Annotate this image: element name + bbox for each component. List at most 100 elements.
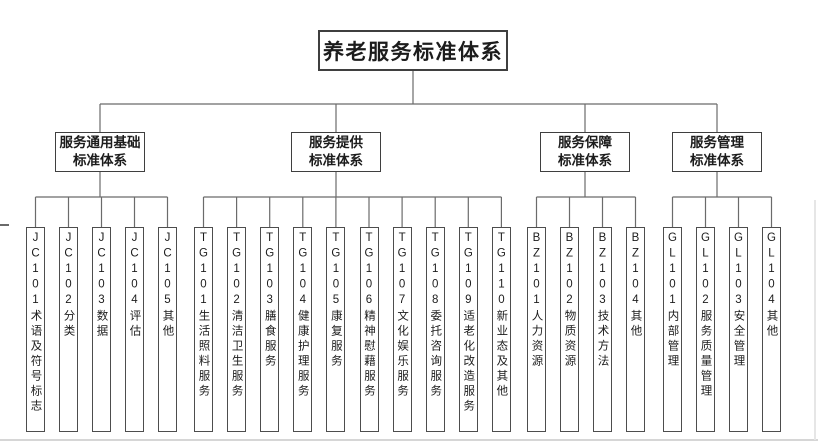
- leaf-node-TG107: TG107文化娱乐服务: [392, 227, 412, 432]
- branch-node-label-line2: 标准体系: [690, 153, 744, 168]
- leaf-node-text: JC104评估: [127, 228, 143, 340]
- leaf-node-code: JC103: [95, 232, 108, 310]
- leaf-node-code: JC102: [62, 232, 75, 310]
- leaf-node-text: BZ104其他: [628, 228, 644, 340]
- leaf-node-TG108: TG108委托咨询服务: [425, 227, 445, 432]
- leaf-node-TG109: TG109适老化改造服务: [458, 227, 478, 432]
- leaf-node-TG103: TG103膳食服务: [260, 227, 280, 432]
- leaf-node-BZ101: BZ101人力资源: [527, 227, 546, 432]
- leaf-node-code: GL103: [732, 232, 745, 310]
- leaf-node-name: 技术方法: [596, 309, 609, 370]
- leaf-node-name: 精神慰藉服务: [363, 309, 375, 400]
- leaf-node-GL104: GL104其他: [762, 227, 781, 432]
- leaf-node-text: TG101生活照料服务: [196, 228, 212, 400]
- leaf-node-text: TG105康复服务: [328, 228, 344, 370]
- leaf-node-text: BZ103技术方法: [595, 228, 611, 370]
- leaf-node-BZ103: BZ103技术方法: [593, 227, 612, 432]
- leaf-node-name: 评估: [128, 309, 141, 340]
- leaf-node-text: TG110新业态及其他: [493, 228, 509, 400]
- leaf-node-code: BZ103: [596, 232, 609, 310]
- leaf-node-text: JC102分类: [61, 228, 77, 340]
- root-node-label: 养老服务标准体系: [323, 40, 503, 64]
- leaf-node-code: TG110: [495, 232, 508, 310]
- leaf-node-text: GL103安全管理: [731, 228, 747, 370]
- branch-node-label-line2: 标准体系: [558, 153, 612, 168]
- leaf-node-code: JC101: [29, 232, 42, 310]
- branch-node-label-line1: 服务管理: [690, 135, 744, 150]
- branch-node-label-line2: 标准体系: [309, 153, 363, 168]
- leaf-node-name: 文化娱乐服务: [396, 309, 409, 400]
- branch-node-label-line1: 服务通用基础: [59, 135, 141, 150]
- leaf-node-name: 生活照料服务: [197, 309, 210, 400]
- leaf-node-JC102: JC102分类: [59, 227, 78, 432]
- leaf-node-text: GL102服务质量管理: [698, 228, 714, 400]
- leaf-node-code: GL102: [699, 232, 712, 310]
- leaf-node-name: 安全管理: [732, 309, 745, 370]
- root-node: 养老服务标准体系: [318, 30, 508, 71]
- branch-node-1: 服务提供标准体系: [291, 132, 381, 172]
- leaf-node-name: 内部管理: [666, 309, 679, 370]
- leaf-node-JC105: JC105其他: [158, 227, 177, 432]
- leaf-node-text: BZ101人力资源: [529, 228, 545, 370]
- leaf-node-code: GL101: [666, 232, 679, 310]
- leaf-node-text: GL104其他: [764, 228, 780, 340]
- leaf-node-code: JC105: [161, 232, 174, 310]
- leaf-node-name: 清洁卫生服务: [230, 309, 243, 400]
- leaf-node-name: 其他: [765, 309, 778, 340]
- leaf-node-name: 新业态及其他: [495, 309, 508, 400]
- leaf-node-TG110: TG110新业态及其他: [491, 227, 511, 432]
- leaf-node-code: TG104: [296, 232, 309, 310]
- branch-node-3: 服务管理标准体系: [672, 132, 762, 172]
- leaf-node-text: TG104健康护理服务: [295, 228, 311, 400]
- leaf-node-name: 物质资源: [563, 309, 576, 370]
- leaf-node-text: GL101内部管理: [665, 228, 681, 370]
- branch-node-0: 服务通用基础标准体系: [55, 132, 145, 172]
- leaf-node-text: TG107文化娱乐服务: [394, 228, 410, 400]
- leaf-node-text: BZ102物质资源: [562, 228, 578, 370]
- leaf-node-name: 分类: [62, 309, 75, 340]
- leaf-node-text: JC101术语及符号标志: [28, 228, 44, 415]
- branch-node-label-line1: 服务提供: [309, 135, 363, 150]
- leaf-node-name: 其他: [629, 309, 642, 340]
- leaf-node-code: TG106: [363, 232, 375, 310]
- leaf-node-name: 康复服务: [329, 309, 342, 370]
- leaf-node-code: TG101: [197, 232, 210, 310]
- leaf-node-code: TG108: [429, 232, 442, 310]
- leaf-node-JC103: JC103数据: [92, 227, 111, 432]
- leaf-node-code: TG105: [329, 232, 342, 310]
- leaf-node-name: 适老化改造服务: [462, 309, 475, 415]
- leaf-node-code: GL104: [765, 232, 778, 310]
- leaf-node-code: TG109: [462, 232, 475, 310]
- leaf-node-text: TG108委托咨询服务: [427, 228, 443, 400]
- leaf-node-name: 膳食服务: [263, 309, 276, 370]
- leaf-node-code: TG102: [230, 232, 243, 310]
- leaf-node-text: JC103数据: [94, 228, 110, 340]
- leaf-node-name: 数据: [95, 309, 108, 340]
- branch-node-label-line2: 标准体系: [73, 153, 127, 168]
- leaf-node-TG104: TG104健康护理服务: [293, 227, 313, 432]
- leaf-node-GL101: GL101内部管理: [663, 227, 682, 432]
- leaf-node-code: BZ102: [563, 232, 576, 310]
- leaf-node-text: JC105其他: [160, 228, 176, 340]
- leaf-node-TG105: TG105康复服务: [326, 227, 346, 432]
- leaf-node-BZ104: BZ104其他: [626, 227, 645, 432]
- leaf-node-code: BZ104: [629, 232, 642, 310]
- leaf-node-name: 健康护理服务: [296, 309, 309, 400]
- leaf-node-code: TG107: [396, 232, 409, 310]
- leaf-node-TG102: TG102清洁卫生服务: [227, 227, 247, 432]
- leaf-node-code: BZ101: [530, 232, 543, 310]
- leaf-node-code: JC104: [128, 232, 141, 310]
- leaf-node-name: 其他: [161, 309, 174, 340]
- leaf-node-GL103: GL103安全管理: [729, 227, 748, 432]
- leaf-node-TG106: TG106精神慰藉服务: [359, 227, 379, 432]
- leaf-node-text: TG109适老化改造服务: [460, 228, 476, 415]
- leaf-node-JC104: JC104评估: [125, 227, 144, 432]
- branch-node-2: 服务保障标准体系: [540, 132, 630, 172]
- leaf-node-BZ102: BZ102物质资源: [560, 227, 579, 432]
- leaf-node-text: TG106精神慰藉服务: [361, 228, 377, 400]
- leaf-node-name: 人力资源: [530, 309, 543, 370]
- leaf-node-name: 委托咨询服务: [429, 309, 442, 400]
- leaf-node-name: 服务质量管理: [699, 309, 712, 400]
